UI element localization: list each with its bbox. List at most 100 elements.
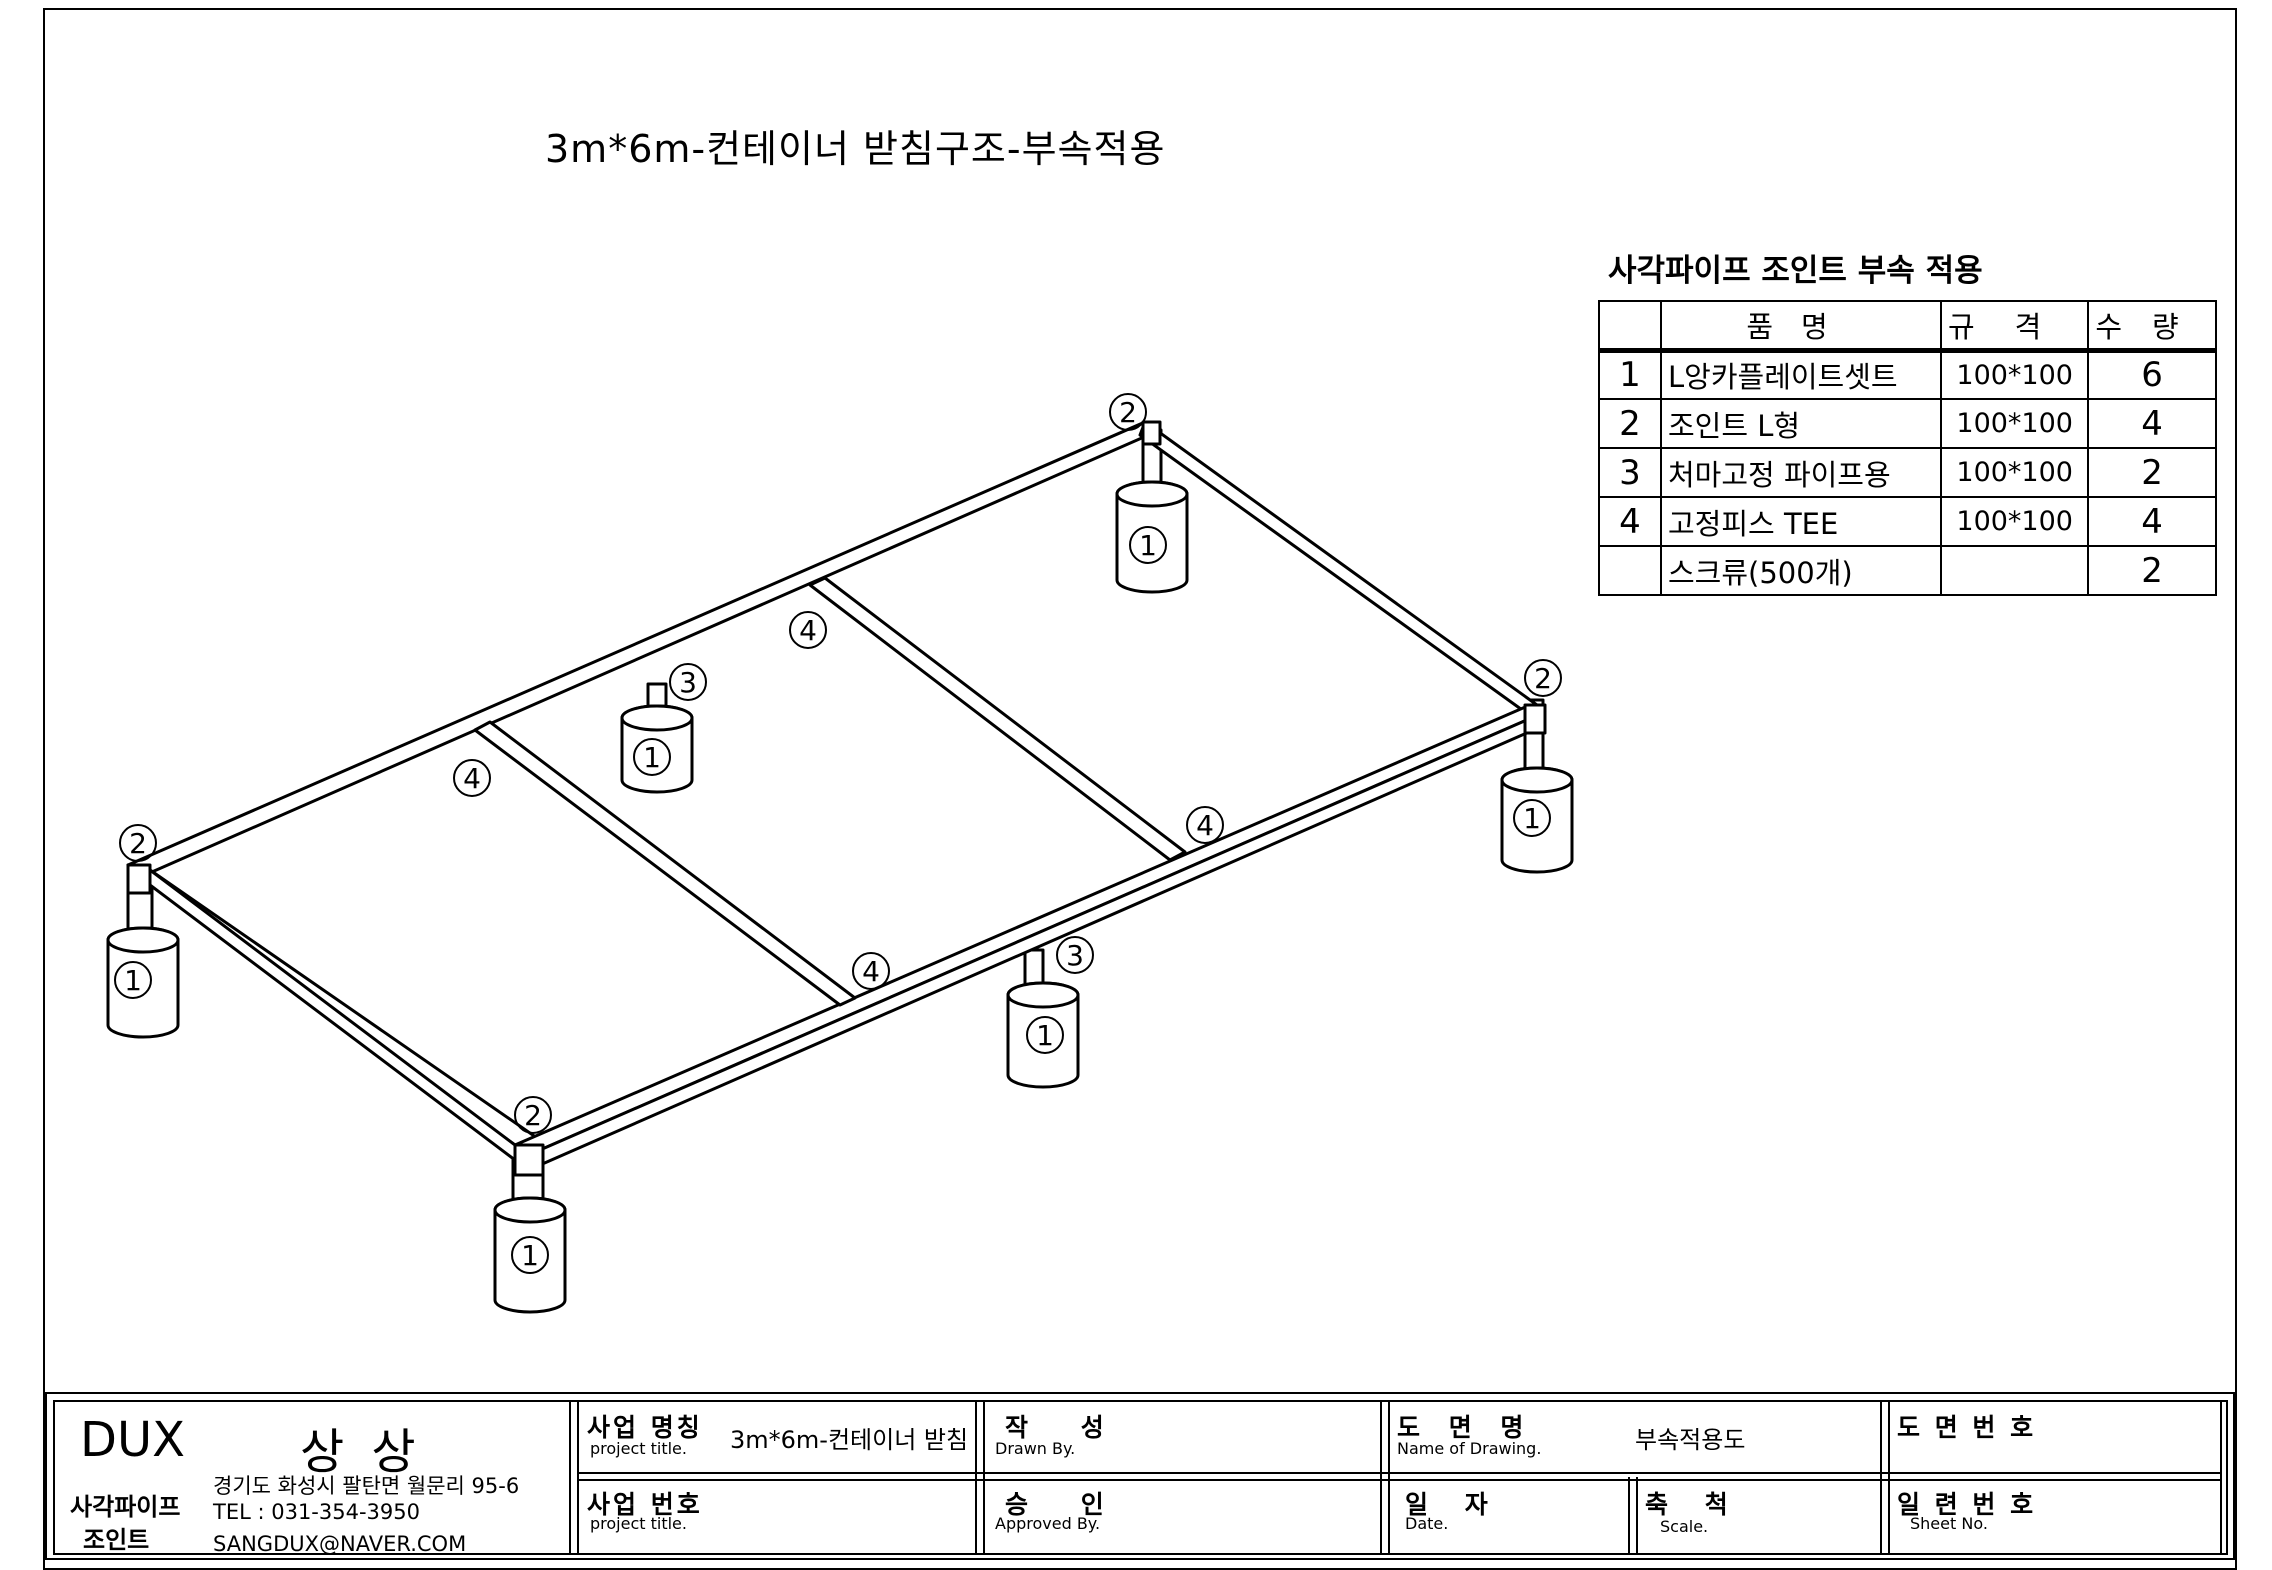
support-post-far-left-back <box>620 682 694 794</box>
divider <box>983 1400 985 1555</box>
row-spec <box>1939 545 2090 596</box>
callout-4-back-2 <box>453 759 491 797</box>
company-line2: 조인트 <box>83 1526 150 1554</box>
parts-table-header: 품명 규격 수량 <box>1598 300 2217 353</box>
support-post-front-mid <box>1006 948 1080 1089</box>
callout-text-1: 1 <box>1036 1019 1054 1052</box>
divider <box>1636 1477 1638 1555</box>
callout-4-back-1 <box>789 611 827 649</box>
support-post-back-corner <box>1115 428 1189 594</box>
row-no: 1 <box>1598 349 1662 400</box>
divider <box>2220 1400 2222 1555</box>
title-block-inner-frame <box>53 1400 2228 1555</box>
parts-table: 품명 규격 수량 1 L앙카플레이트셋트 100*100 6 2 조인트 L형 … <box>1598 300 2217 596</box>
callout-text-4: 4 <box>862 955 880 988</box>
row-qty: 2 <box>2087 545 2217 596</box>
row-spec: 100*100 <box>1939 496 2090 547</box>
sheet-no-label: 일 련 번 호 <box>1897 1490 2037 1519</box>
divider <box>577 1472 2220 1474</box>
drawn-label: 작 성 <box>1005 1413 1126 1442</box>
row-name: 처마고정 파이프용 <box>1660 447 1942 498</box>
parts-table-title: 사각파이프 조인트 부속 적용 <box>1608 253 1983 289</box>
callout-2-back <box>1109 393 1147 431</box>
callout-text-1: 1 <box>1139 529 1157 562</box>
row-qty: 4 <box>2087 398 2217 449</box>
callout-text-2: 2 <box>1534 662 1552 695</box>
corner-joint-left <box>126 863 152 895</box>
drawing-name-label: 도 면 명 <box>1397 1413 1534 1442</box>
callout-text-1: 1 <box>521 1239 539 1272</box>
row-no: 4 <box>1598 496 1662 547</box>
divider <box>1880 1400 1882 1555</box>
company-tel: TEL : 031-354-3950 <box>213 1500 420 1524</box>
project-no-label: 사업 번호 <box>587 1490 703 1519</box>
callout-text-2: 2 <box>524 1099 542 1132</box>
support-post-front-corner <box>493 1143 567 1314</box>
row-qty: 4 <box>2087 496 2217 547</box>
divider <box>1888 1400 1890 1555</box>
date-sub: Date. <box>1405 1514 1449 1533</box>
callout-text-1: 1 <box>1523 802 1541 835</box>
callout-text-4: 4 <box>463 762 481 795</box>
beam-cross-1 <box>473 720 857 1007</box>
row-spec: 100*100 <box>1939 447 2090 498</box>
callout-text-1: 1 <box>643 741 661 774</box>
table-row: 2 조인트 L형 100*100 4 <box>1598 398 2217 449</box>
corner-joint-back <box>1141 420 1162 446</box>
scale-sub: Scale. <box>1660 1517 1709 1536</box>
header-no <box>1598 300 1662 353</box>
divider <box>1380 1400 1382 1555</box>
callout-4-front-1 <box>1186 806 1224 844</box>
beam-back <box>126 420 1162 877</box>
divider <box>569 1400 571 1555</box>
company-brand: DUX <box>80 1412 185 1468</box>
drawing-name-sub: Name of Drawing. <box>1397 1439 1542 1458</box>
frame-isometric-drawing: 1 1 1 1 1 1 2 2 2 2 3 3 4 4 4 4 <box>106 393 1574 1314</box>
project-no-sub: project title. <box>590 1514 687 1533</box>
project-title-label: 사업 명칭 <box>587 1413 703 1442</box>
callout-1-left-back <box>633 738 671 776</box>
support-post-left-corner <box>106 868 180 1039</box>
corner-joint-right <box>1523 703 1547 735</box>
approved-sub: Approved By. <box>995 1514 1101 1533</box>
callout-1-back-corner <box>1129 526 1167 564</box>
row-no: 2 <box>1598 398 1662 449</box>
row-no <box>1598 545 1662 596</box>
callout-2-front <box>514 1096 552 1134</box>
beam-cross-2 <box>808 576 1187 862</box>
row-qty: 2 <box>2087 447 2217 498</box>
company-name: 상 상 <box>300 1424 422 1480</box>
callout-text-4: 4 <box>799 614 817 647</box>
header-spec: 규격 <box>1939 300 2090 353</box>
row-name: 조인트 L형 <box>1660 398 1942 449</box>
drawing-title: 3m*6m-컨테이너 받침구조-부속적용 <box>545 127 1166 171</box>
company-address: 경기도 화성시 팔탄면 월문리 95-6 <box>213 1474 520 1498</box>
scale-label: 축 척 <box>1645 1490 1742 1519</box>
callout-text-2: 2 <box>1119 396 1137 429</box>
drawn-sub: Drawn By. <box>995 1439 1076 1458</box>
callout-1-front-mid <box>1026 1016 1064 1054</box>
callout-2-left <box>119 824 157 862</box>
company-email: SANGDUX@NAVER.COM <box>213 1532 467 1556</box>
table-row: 3 처마고정 파이프용 100*100 2 <box>1598 447 2217 498</box>
beam-right <box>1138 420 1539 714</box>
callout-text-3: 3 <box>1066 939 1084 972</box>
row-no: 3 <box>1598 447 1662 498</box>
row-spec: 100*100 <box>1939 398 2090 449</box>
callout-1-right-corner <box>1513 799 1551 837</box>
table-row: 4 고정피스 TEE 100*100 4 <box>1598 496 2217 547</box>
callout-2-right <box>1524 659 1562 697</box>
callout-1-left-corner <box>114 961 152 999</box>
row-qty: 6 <box>2087 349 2217 400</box>
row-name: 스크류(500개) <box>1660 545 1942 596</box>
title-block: DUX 상 상 사각파이프 조인트 경기도 화성시 팔탄면 월문리 95-6 T… <box>45 1392 2235 1560</box>
project-title-sub: project title. <box>590 1439 687 1458</box>
callout-1-front-corner <box>511 1236 549 1274</box>
corner-joint-front <box>513 1143 545 1177</box>
divider <box>975 1400 977 1555</box>
table-row: 1 L앙카플레이트셋트 100*100 6 <box>1598 349 2217 400</box>
company-line1: 사각파이프 <box>70 1493 181 1521</box>
date-label: 일 자 <box>1405 1490 1502 1519</box>
callout-text-1: 1 <box>124 964 142 997</box>
project-title-value: 3m*6m-컨테이너 받침 <box>730 1426 969 1454</box>
